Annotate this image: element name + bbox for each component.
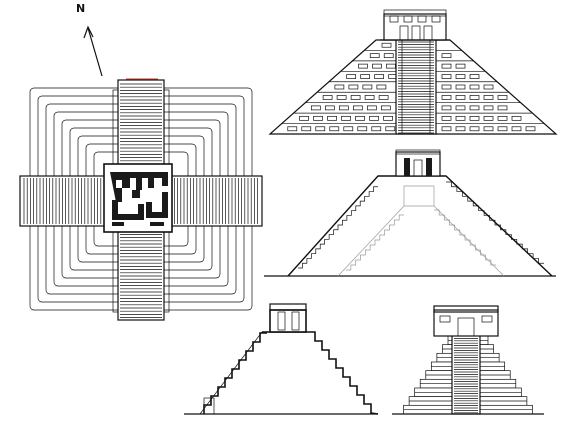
north-arrow-icon [83, 25, 103, 77]
front-terrace-panel [385, 126, 396, 132]
front-terrace-panel [374, 74, 385, 79]
front-terrace-panel [441, 63, 452, 69]
front-terrace-panel [358, 63, 368, 69]
front-terrace-panel [441, 126, 452, 132]
front-terrace-panel [336, 95, 347, 100]
front-terrace-panel [287, 126, 298, 132]
front-terrace-panel [455, 105, 466, 111]
front-terrace-panel [313, 115, 323, 121]
front-terrace-panel [441, 105, 452, 111]
front-terrace-panel [334, 84, 345, 90]
front-terrace-panel [299, 115, 309, 121]
front-terrace-panel [497, 105, 508, 111]
front-terrace-panel [338, 105, 349, 111]
front-terrace-panel [350, 95, 361, 100]
cross-section-view [264, 149, 556, 277]
front-terrace-panel [497, 126, 508, 132]
front-terrace-panel [346, 74, 357, 79]
front-terrace-panel [455, 84, 466, 90]
front-terrace-panel [525, 126, 536, 132]
front-terrace-panel [366, 105, 377, 111]
front-terrace-panel [497, 95, 508, 100]
front-elevation-view [268, 9, 558, 135]
front-terrace-panel [441, 115, 452, 121]
front-terrace-panel [324, 105, 335, 111]
front-terrace-panel [355, 115, 365, 121]
plan-temple [103, 163, 173, 233]
front-terrace-panel [441, 74, 452, 79]
front-terrace-panel [371, 126, 382, 132]
front-terrace-panel [483, 105, 494, 111]
front-terrace-panel [511, 126, 522, 132]
front-terrace-panel [360, 74, 371, 79]
front-terrace-panel [497, 115, 508, 121]
side-temple [269, 303, 307, 333]
front-terrace-panel [329, 126, 340, 132]
front-terrace-panel [455, 115, 466, 121]
front-terrace-panel [483, 126, 494, 132]
section-step-profile [298, 186, 378, 269]
front-terrace-panel [301, 126, 312, 132]
front-terrace-panel [469, 84, 480, 90]
north-label: N [76, 2, 86, 15]
side-section-view [184, 303, 379, 415]
front-terrace-panel [310, 105, 321, 111]
front-terrace-panel [483, 115, 494, 121]
plan-view [19, 78, 263, 321]
front-terrace-panel [380, 105, 391, 111]
front-terrace-panel [455, 74, 466, 79]
front-terrace-panel [441, 53, 452, 59]
stair-elevation-temple [433, 305, 499, 337]
front-terrace-panel [441, 95, 452, 100]
front-terrace-panel [352, 105, 363, 111]
section-step-profile [434, 209, 496, 266]
front-terrace-panel [381, 42, 392, 48]
front-terrace-panel [483, 84, 494, 90]
front-terrace-panel [322, 95, 333, 100]
front-terrace-panel [357, 126, 368, 132]
front-terrace-panel [376, 84, 387, 90]
front-terrace-panel [372, 63, 382, 69]
front-terrace-panel [362, 84, 373, 90]
front-terrace-panel [455, 63, 466, 69]
front-terrace-panel [455, 95, 466, 100]
front-terrace-panel [455, 126, 466, 132]
section-step-profile [446, 181, 544, 264]
front-terrace-panel [441, 84, 452, 90]
front-terrace-panel [483, 95, 494, 100]
front-terrace-panel [469, 74, 480, 79]
front-terrace-panel [369, 53, 380, 59]
front-terrace-panel [327, 115, 337, 121]
front-terrace-panel [469, 95, 480, 100]
front-terrace-panel [315, 126, 326, 132]
front-terrace-panel [383, 53, 394, 59]
front-terrace-panel [378, 95, 389, 100]
front-terrace-panel [341, 115, 351, 121]
front-terrace-panel [469, 105, 480, 111]
front-terrace-panel [383, 115, 393, 121]
front-terrace-panel [348, 84, 359, 90]
front-terrace-panel [511, 115, 522, 121]
section-temple [395, 149, 441, 177]
front-terrace-panel [469, 126, 480, 132]
stair-elevation-view [392, 305, 544, 415]
section-step-profile [346, 214, 404, 271]
front-terrace-panel [469, 115, 480, 121]
front-terrace-panel [343, 126, 354, 132]
front-terrace-panel [364, 95, 375, 100]
front-temple [380, 9, 450, 41]
front-terrace-panel [369, 115, 379, 121]
